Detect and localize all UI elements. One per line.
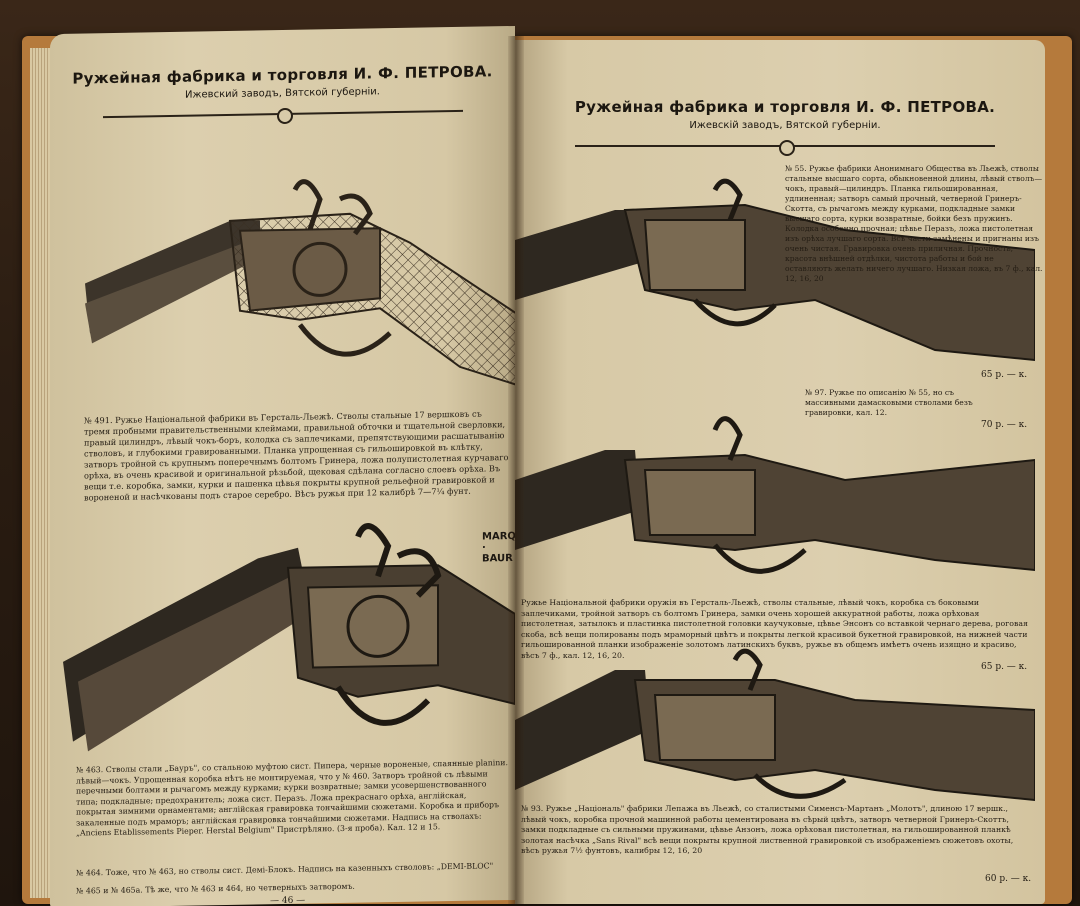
item-97-description: № 97. Ружье по описанію № 55, но съ масс…	[805, 388, 973, 417]
shotgun-illustration-93	[515, 648, 1035, 802]
right-header-subtitle: Ижевскій заводъ, Вятской губерніи.	[689, 120, 881, 131]
header-ornament	[575, 137, 995, 156]
item-465-description: № 465 и № 465а. Тѣ же, что № 463 и 464, …	[76, 881, 355, 896]
book-gutter	[508, 36, 524, 904]
right-header-title: Ружейная фабрика и торговля И. Ф. ПЕТРОВ…	[574, 98, 996, 116]
header-ornament	[102, 101, 463, 119]
right-page-header: Ружейная фабрика и торговля И. Ф. ПЕТРОВ…	[545, 98, 1025, 156]
item-464-description: № 464. Тоже, что № 463, но стволы сист. …	[76, 861, 494, 878]
shotgun-illustration-463	[63, 523, 515, 752]
left-page: Ружейная фабрика и торговля И. Ф. ПЕТРОВ…	[50, 25, 515, 906]
item-463-description: № 463. Стволы стали „Бауръ", со стальною…	[76, 758, 508, 838]
left-header-title: Ружейная фабрика и торговля И. Ф. ПЕТРОВ…	[72, 62, 493, 88]
item-national-price: 65 р. — к.	[981, 662, 1028, 672]
item-93-price: 60 р. — к.	[985, 874, 1032, 884]
left-page-header: Ружейная фабрика и торговля И. Ф. ПЕТРОВ…	[50, 62, 515, 119]
item-national-description: Ружье Національной фабрики оружія въ Гер…	[521, 598, 1028, 660]
item-55-price: 65 р. — к.	[981, 370, 1028, 380]
shotgun-illustration-national	[515, 416, 1035, 574]
shotgun-illustration-55	[515, 178, 1035, 362]
item-491-description: № 491. Ружье Національной фабрики въ Гер…	[84, 408, 509, 503]
item-93-description: № 93. Ружье „Національ" фабрики Лепажа в…	[521, 804, 1014, 855]
right-page: Ружейная фабрика и торговля И. Ф. ПЕТРОВ…	[515, 40, 1045, 904]
item-97-price: 70 р. — к.	[981, 420, 1028, 430]
item-55-description: № 55. Ружье фабрики Анонимнаго Общества …	[785, 164, 1043, 283]
shotgun-illustration-491	[85, 179, 515, 388]
